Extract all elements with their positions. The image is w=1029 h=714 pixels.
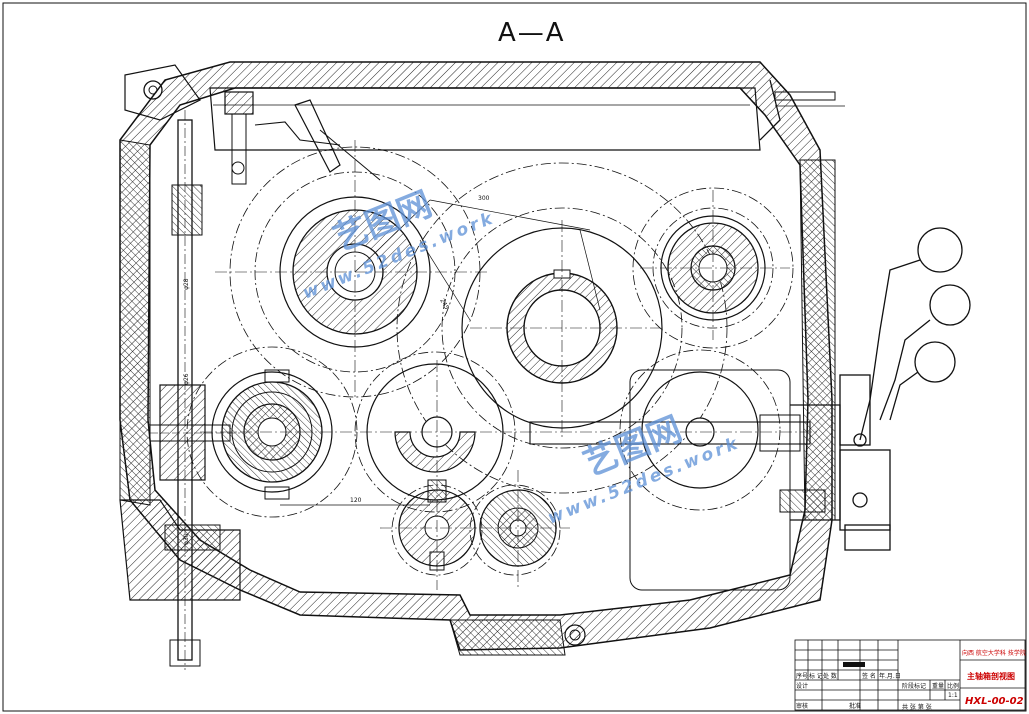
lower-gears [398, 479, 557, 571]
dim-phi30: φ30 [183, 533, 190, 545]
left-middle-gear [221, 369, 323, 500]
upper-right-gear [667, 222, 759, 314]
dim-120: 120 [350, 497, 362, 504]
dim-phi26: φ26 [183, 373, 190, 385]
shift-rod [159, 110, 221, 670]
lifting-lug [124, 64, 201, 121]
dim-245: 245 [438, 298, 450, 312]
right-handles [790, 227, 971, 551]
dim-phi28: φ28 [183, 278, 190, 290]
dim-300: 300 [478, 195, 490, 202]
top-right-handle [759, 79, 845, 141]
left-horizontal-bar [149, 424, 240, 442]
center-gear-ring [506, 269, 618, 384]
dimension-texts: 120 300 245 φ28 φ26 φ30 [183, 195, 490, 545]
section-label: A—A [498, 18, 566, 48]
dimension-lines [280, 199, 601, 506]
center-lines [200, 140, 820, 590]
center-middle-gear [394, 416, 476, 473]
housing-wall [119, 61, 836, 656]
top-bolt [224, 91, 381, 185]
right-middle-shaft [529, 369, 826, 591]
drain-plug [564, 624, 586, 646]
title-block-grid [794, 639, 1026, 711]
title-block-blackbar [843, 662, 865, 667]
